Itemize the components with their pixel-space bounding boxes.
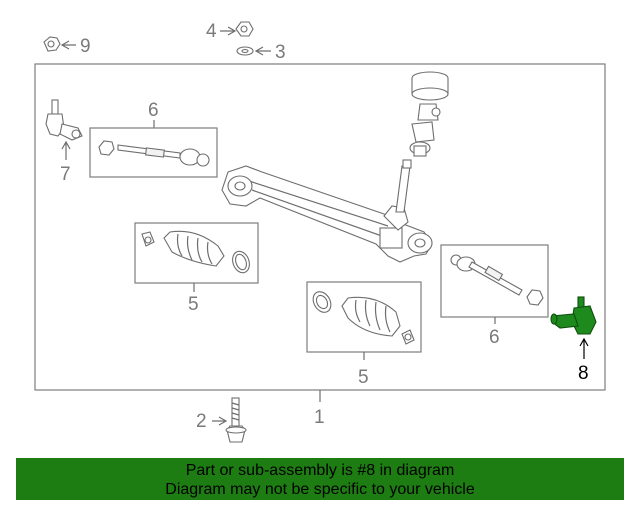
part-4-nut[interactable]: [220, 21, 254, 37]
steering-gear-housing[interactable]: [221, 159, 433, 263]
callout-4: 4: [206, 21, 217, 42]
arrow-7: [61, 140, 71, 160]
callout-8: 8: [578, 363, 589, 384]
callout-6-right: 6: [489, 327, 500, 348]
banner-line-2: Diagram may not be specific to your vehi…: [165, 481, 475, 498]
pinion-components[interactable]: [409, 71, 449, 157]
part-3-washer[interactable]: [236, 46, 271, 56]
callout-7: 7: [60, 164, 71, 185]
callout-1: 1: [314, 407, 325, 428]
callout-9: 9: [80, 36, 91, 57]
part-5-box-left: [134, 222, 259, 284]
part-6-inner-tie-rod-right[interactable]: [450, 254, 544, 306]
part-8-tie-rod-end-highlighted[interactable]: [550, 296, 597, 335]
part-2-bolt[interactable]: [225, 397, 247, 443]
info-banner: Part or sub-assembly is #8 in diagram Di…: [16, 458, 624, 500]
callout-6-upper: 6: [148, 100, 159, 121]
part-7-tie-rod-end[interactable]: [45, 99, 83, 141]
part-5-boot-center[interactable]: [310, 288, 415, 345]
part-6-box-upper: [89, 127, 218, 178]
callout-2: 2: [196, 411, 207, 432]
part-9-nut[interactable]: [43, 36, 76, 52]
part-5-boot-left[interactable]: [141, 230, 252, 275]
callout-5-left: 5: [188, 294, 199, 315]
part-6-inner-tie-rod-upper[interactable]: [98, 140, 210, 167]
arrow-8: [579, 337, 589, 359]
banner-line-1: Part or sub-assembly is #8 in diagram: [185, 462, 455, 479]
assembly-frame: [34, 63, 606, 391]
callout-5-center: 5: [358, 367, 369, 388]
callout-3: 3: [275, 42, 286, 63]
